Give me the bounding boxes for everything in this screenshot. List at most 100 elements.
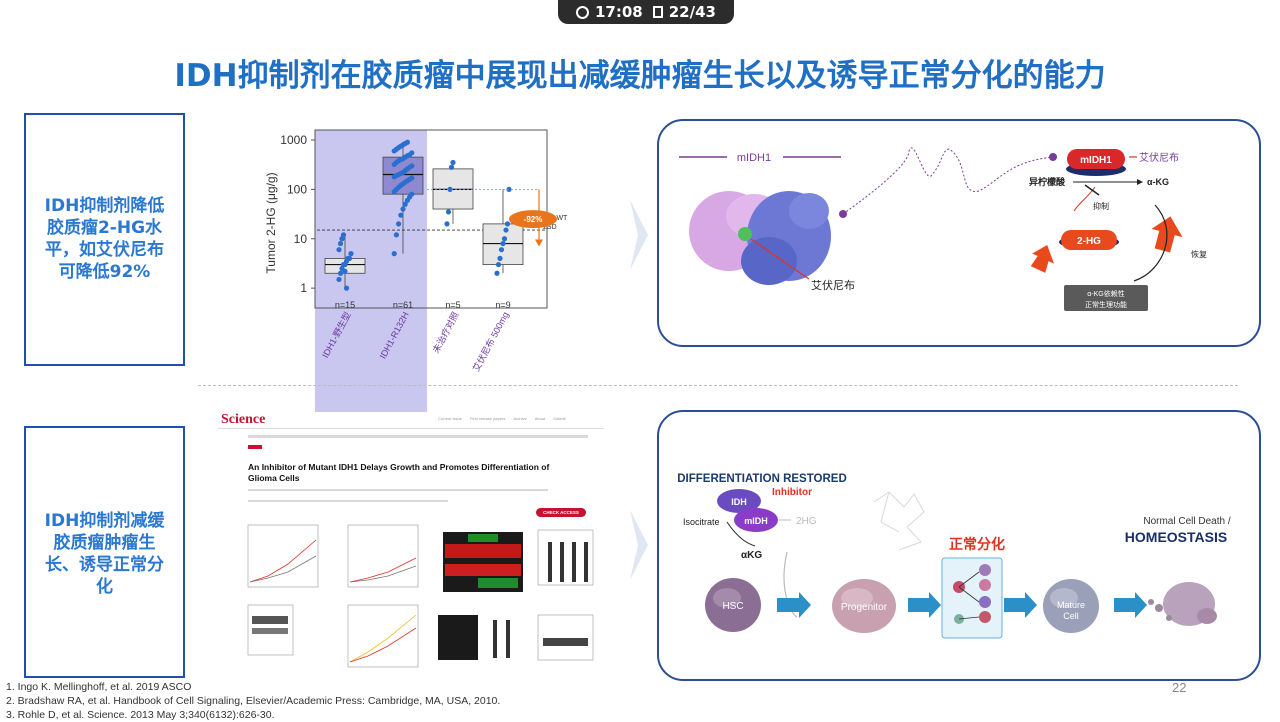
data-point (404, 139, 410, 145)
data-point (501, 236, 508, 242)
box-2 (432, 162, 474, 224)
reference-line-label: + 2SD (537, 224, 557, 231)
chevron-right-icon (630, 510, 648, 580)
data-point (391, 251, 397, 257)
data-point (340, 232, 347, 238)
count-label: n=9 (495, 300, 510, 310)
finding-text-2: IDH抑制剂减缓 胶质瘤肿瘤生 长、诱导正常分 化 (26, 510, 183, 598)
data-point (400, 206, 406, 212)
data-point (447, 186, 453, 192)
nav-item[interactable]: Current Issue (438, 416, 463, 421)
data-point (494, 270, 500, 276)
box-1 (382, 142, 424, 254)
restore-label: 恢复 (1191, 249, 1207, 259)
journal-logo: Science (221, 412, 266, 427)
nav-item[interactable]: About (534, 416, 546, 421)
arrow-right-icon (777, 592, 811, 618)
drug-label-enzyme: 艾伏尼布 (1139, 151, 1179, 164)
y-axis-label: Tumor 2-HG (μg/g) (264, 172, 278, 273)
y-tick-label: 100 (287, 182, 307, 196)
data-point (450, 159, 456, 166)
hsc-label: HSC (722, 601, 743, 612)
data-point (339, 236, 345, 242)
arrow-right-icon (908, 592, 941, 618)
references: 1. Ingo K. Mellinghoff, et al. 2019 ASCO… (6, 680, 500, 722)
midh-label: mIDH (744, 516, 768, 526)
product-label: α-KG (1147, 177, 1169, 187)
data-point (337, 240, 344, 247)
data-point (409, 150, 415, 156)
data-point (497, 255, 503, 262)
finding-2-line: 胶质瘤肿瘤生 (53, 533, 156, 553)
data-point (495, 261, 502, 268)
data-point (498, 247, 505, 253)
page-number: 22 (1172, 680, 1187, 695)
function-line-1: α-KG依赖性 (1087, 289, 1125, 298)
check-access-button[interactable]: CHECK ACCESS (536, 508, 586, 517)
data-point (342, 268, 348, 274)
oncometabolite-label: 2-HG (1077, 236, 1101, 247)
protein-structure-image (689, 191, 831, 285)
x-tick-label: 未治疗对照 (430, 310, 461, 355)
page-icon (652, 6, 663, 18)
data-point (336, 247, 342, 253)
arrow-right-icon (1114, 592, 1147, 618)
akg-label: αKG (741, 550, 762, 561)
finding-1-line: IDH抑制剂降低 (44, 196, 165, 216)
chevron-right-icon (630, 200, 648, 270)
data-point (336, 276, 342, 283)
arrow-right-icon (1004, 592, 1037, 618)
y-tick-label: 10 (294, 232, 308, 246)
twohg-label: 2HG (796, 516, 817, 527)
status-bar: 17:08 22/43 (558, 0, 734, 24)
paper-nav: Current Issue First release papers Archi… (438, 416, 566, 421)
differentiation-diagram: DIFFERENTIATION RESTORED IDH Inhibitor m… (677, 473, 1231, 639)
data-point (402, 201, 408, 207)
paper-figure (247, 524, 594, 668)
paper-screenshot: Science Current Issue First release pape… (218, 412, 604, 674)
differentiation-panel-image (941, 557, 1003, 639)
nav-item[interactable]: Archive (513, 416, 527, 421)
paper-headline: An Inhibitor of Mutant IDH1 Delays Growt… (248, 462, 550, 483)
data-point (337, 270, 344, 276)
decrease-arrow-icon (1030, 245, 1054, 273)
hsc-cell: HSC (705, 578, 761, 632)
substrate-label: 异柠檬酸 (1029, 176, 1066, 187)
status-page: 22/43 (668, 3, 716, 21)
data-point (504, 221, 511, 227)
breadcrumb (248, 435, 588, 438)
y-tick-label: 1 (300, 281, 307, 295)
idh-label: IDH (731, 497, 747, 507)
nav-item[interactable]: First release papers (470, 416, 506, 421)
death-label-2: HOMEOSTASIS (1125, 529, 1227, 545)
x-tick-label: 艾伏尼布 500mg (470, 310, 511, 373)
finding-1-line: 可降低92% (58, 262, 151, 282)
reference-item: 2. Bradshaw RA, et al. Handbook of Cell … (6, 695, 501, 707)
data-point (409, 175, 415, 181)
data-point (445, 209, 452, 215)
nav-item[interactable]: Submit (553, 416, 566, 421)
progenitor-label: Progenitor (841, 602, 888, 613)
data-point (346, 255, 353, 262)
data-point (348, 251, 354, 257)
enzyme-badge (1067, 149, 1125, 169)
box (382, 156, 424, 195)
data-point (343, 285, 350, 291)
mechanism-diagram: mIDH1 艾伏尼布 mIDH1 艾伏尼布 异柠檬酸 α-KG 抑制 2-HG … (679, 147, 1207, 311)
count-label: n=61 (393, 300, 413, 310)
reduction-badge (509, 210, 557, 229)
protein-label: mIDH1 (737, 152, 771, 164)
data-point (448, 164, 455, 170)
death-label-1: Normal Cell Death / (1143, 516, 1230, 527)
box-3 (482, 189, 524, 274)
finding-1-line: 胶质瘤2-HG水 (46, 218, 163, 238)
oncometabolite-badge (1061, 230, 1117, 250)
y-tick-label: 1000 (280, 133, 307, 147)
finding-box-2: IDH抑制剂减缓 胶质瘤肿瘤生 长、诱导正常分 化 (24, 426, 185, 678)
reference-item: 3. Rohle D, et al. Science. 2013 May 3;3… (6, 709, 275, 721)
isocitrate-label: Isocitrate (683, 517, 720, 527)
molecule-sketch (873, 491, 925, 551)
